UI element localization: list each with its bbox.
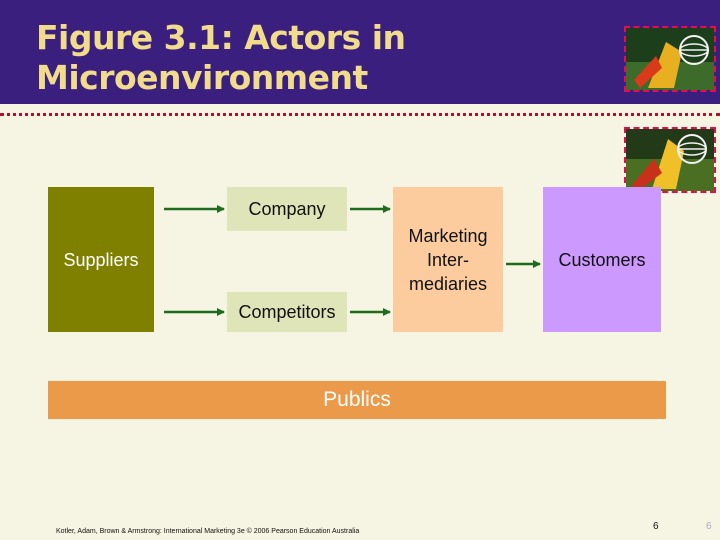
- header-dotted-rule: [0, 113, 720, 116]
- suppliers-label: Suppliers: [63, 249, 139, 270]
- slide-title: Figure 3.1: Actors in Microenvironment: [36, 18, 596, 98]
- intermediaries-line-1: Marketing: [408, 225, 488, 246]
- source-citation: Kotler, Adam, Brown & Armstrong: Interna…: [56, 528, 360, 535]
- publics-bar: Publics: [48, 381, 666, 419]
- title-line-2: Microenvironment: [36, 58, 368, 97]
- company-label: Company: [248, 199, 326, 219]
- publics-label: Publics: [323, 388, 391, 411]
- page-number: 6: [653, 521, 659, 532]
- slide-header: Figure 3.1: Actors in Microenvironment: [0, 0, 720, 104]
- competitors-label: Competitors: [238, 302, 336, 322]
- title-line-1: Figure 3.1: Actors in: [36, 18, 406, 57]
- suppliers-box: Suppliers: [48, 187, 154, 332]
- customers-label: Customers: [558, 249, 646, 270]
- customers-box: Customers: [543, 187, 661, 332]
- marketing-intermediaries-label: Marketing Inter- mediaries: [408, 224, 487, 296]
- company-box: Company: [227, 187, 347, 231]
- intermediaries-line-3: mediaries: [408, 273, 488, 294]
- marketing-intermediaries-box: Marketing Inter- mediaries: [393, 187, 503, 332]
- intermediaries-line-2: Inter-: [426, 249, 469, 270]
- page-number-ghost: 6: [706, 521, 712, 532]
- decorative-thumbnail-top: [624, 26, 716, 92]
- decorative-thumbnail-bottom: [624, 127, 716, 193]
- competitors-box: Competitors: [227, 292, 347, 332]
